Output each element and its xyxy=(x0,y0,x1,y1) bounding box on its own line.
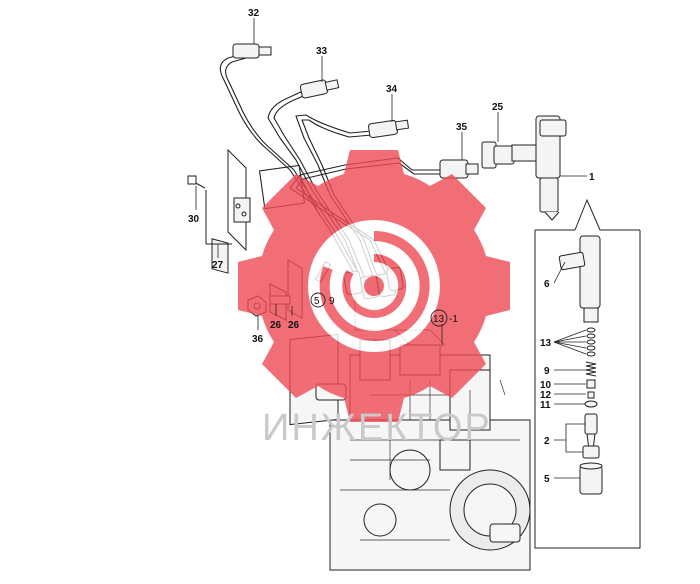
callout-27: 27 xyxy=(212,260,224,271)
spring-9 xyxy=(585,361,597,377)
callout-12: 12 xyxy=(540,390,552,401)
small-parts-10-12-11 xyxy=(584,379,598,408)
callout-6: 6 xyxy=(544,279,550,290)
injector-top xyxy=(481,115,567,221)
nozzle-holder-6 xyxy=(558,235,601,323)
callout-26-left: 26 xyxy=(270,320,282,331)
nozzle-2 xyxy=(582,413,600,459)
callout-26-right: 26 xyxy=(288,320,300,331)
watermark-text: ИНЖЕКТОР xyxy=(262,407,492,449)
callout-13-suffix: -1 xyxy=(449,314,458,325)
callout-30: 30 xyxy=(188,214,200,225)
callout-1: 1 xyxy=(589,172,595,183)
clamp-bracket-assembly xyxy=(187,148,251,274)
callout-34: 34 xyxy=(386,84,398,95)
callout-13-circled: 13 xyxy=(433,314,445,325)
callout-5-circled: 5 xyxy=(314,296,320,307)
callout-11: 11 xyxy=(540,400,551,411)
callout-9-second: 9 xyxy=(544,366,550,377)
callout-25: 25 xyxy=(492,102,504,113)
pipe-end-nuts xyxy=(232,43,479,179)
callout-5-detail: 5 xyxy=(544,474,550,485)
callout-10: 10 xyxy=(540,380,552,391)
callout-36: 36 xyxy=(252,334,264,345)
watermark-gear xyxy=(238,150,510,422)
callout-33: 33 xyxy=(316,46,328,57)
callout-13: 13 xyxy=(540,338,552,349)
retaining-nut-5 xyxy=(579,462,603,495)
detail-box xyxy=(534,198,641,549)
callout-2: 2 xyxy=(544,436,550,447)
callout-35: 35 xyxy=(456,122,468,133)
callout-9-first: 9 xyxy=(329,296,335,307)
callout-labels: 32 33 34 35 25 1 30 27 5 9 36 26 26 13 -… xyxy=(188,8,595,485)
callout-32: 32 xyxy=(248,8,260,19)
leader-lines xyxy=(195,18,587,479)
shim-stack-13 xyxy=(586,327,596,357)
